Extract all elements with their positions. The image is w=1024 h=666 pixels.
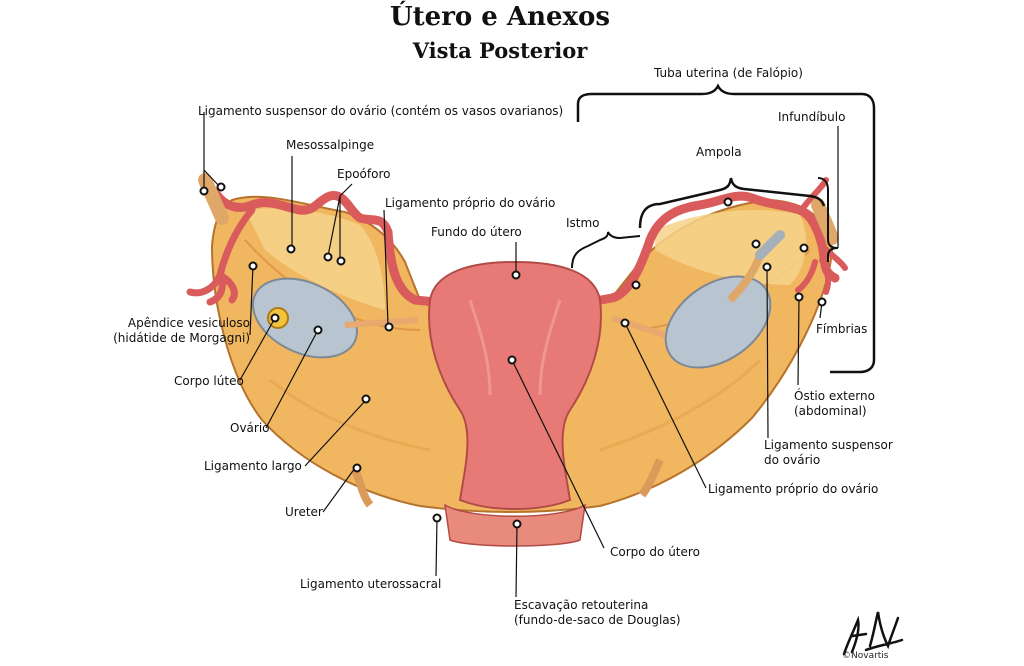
right-ovary <box>664 275 772 369</box>
label-ligamento-proprio-bottom: Ligamento próprio do ovário <box>708 482 879 496</box>
label-apendice-line1: Apêndice vesiculoso <box>127 316 250 330</box>
label-ostio-externo: Óstio externo (abdominal) <box>794 389 875 419</box>
label-infundibulo: Infundíbulo <box>778 110 846 124</box>
label-ostio-line1: Óstio externo <box>794 389 875 403</box>
label-corpo-utero: Corpo do útero <box>610 545 700 559</box>
netter-signature <box>842 611 904 656</box>
label-ovario: Ovário <box>230 421 270 435</box>
label-ureter: Ureter <box>285 505 323 519</box>
label-ligamento-largo: Ligamento largo <box>204 459 302 473</box>
label-epooforo: Epoóforo <box>337 167 391 181</box>
label-apendice-vesiculoso: Apêndice vesiculoso (hidátide de Morgagn… <box>110 316 250 346</box>
label-mesossalpinge: Mesossalpinge <box>286 138 375 152</box>
label-escavacao-retouterina: Escavação retouterina (fundo-de-saco de … <box>514 598 681 628</box>
copyright-text: ©Novartis <box>842 651 889 661</box>
label-escavacao-line1: Escavação retouterina <box>514 598 649 612</box>
label-ligamento-uterossacral: Ligamento uterossacral <box>300 577 442 591</box>
label-apendice-line2: (hidátide de Morgagni) <box>113 331 250 345</box>
diagram-subtitle: Vista Posterior <box>412 38 588 63</box>
label-ostio-line2: (abdominal) <box>794 404 867 418</box>
label-lig-suspensor-r-line2: do ovário <box>764 453 821 467</box>
label-lig-suspensor-r-line1: Ligamento suspensor <box>764 438 893 452</box>
left-ovary <box>252 277 358 359</box>
label-ligamento-suspensor-top: Ligamento suspensor do ovário (contém os… <box>198 104 564 118</box>
label-istmo: Istmo <box>566 216 600 230</box>
label-ampola: Ampola <box>696 145 742 159</box>
left-uterine-tube <box>210 187 440 307</box>
diagram-title: Útero e Anexos <box>389 2 610 32</box>
label-tuba-uterina: Tuba uterina (de Falópio) <box>654 66 803 80</box>
label-fundo-utero: Fundo do útero <box>431 225 522 239</box>
label-escavacao-line2: (fundo-de-saco de Douglas) <box>514 613 681 627</box>
label-ligamento-suspensor-right: Ligamento suspensor do ovário <box>764 438 893 468</box>
uterus <box>428 260 602 510</box>
label-ligamento-proprio-top: Ligamento próprio do ovário <box>385 196 556 210</box>
label-corpo-luteo: Corpo lúteo <box>174 374 244 388</box>
label-fimbrias: Fímbrias <box>816 322 868 336</box>
